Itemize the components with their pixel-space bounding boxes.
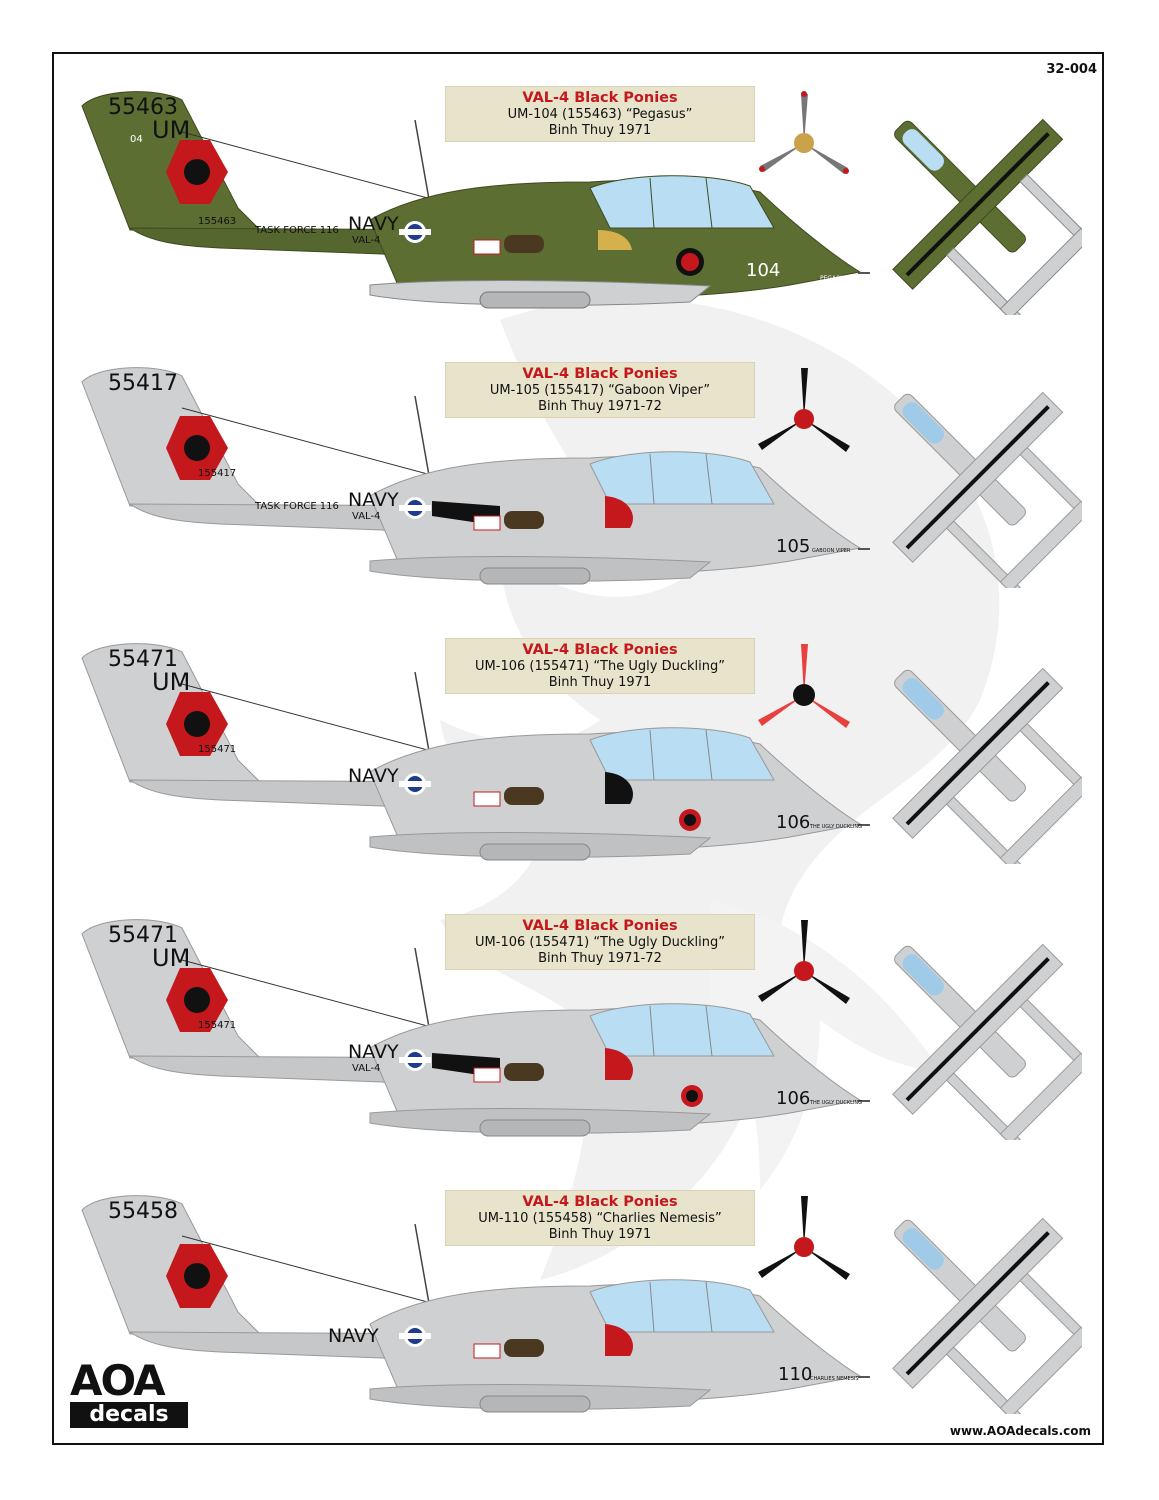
propeller-icon — [759, 91, 849, 174]
squadron-text: VAL-4 — [352, 235, 380, 246]
caption-unit: VAL-4 Black Ponies — [522, 642, 678, 658]
caption-unit: VAL-4 Black Ponies — [522, 90, 678, 106]
caption-unit: VAL-4 Black Ponies — [522, 366, 678, 382]
caption-place: Binh Thuy 1971 — [548, 123, 652, 138]
nose-name: CHARLIES NEMESIS — [810, 1376, 859, 1382]
caption-ident: UM-106 (155471) “The Ugly Duckling” — [475, 659, 725, 674]
caption-ident: UM-110 (155458) “Charlies Nemesis” — [478, 1211, 722, 1226]
caption-place: Binh Thuy 1971-72 — [538, 399, 662, 414]
nose-name: THE UGLY DUCKLING — [809, 1100, 862, 1106]
caption-box: VAL-4 Black Ponies UM-106 (155471) “The … — [445, 914, 755, 970]
tail-serial: 55471 — [108, 923, 178, 948]
squadron-text: VAL-4 — [352, 1063, 380, 1074]
boom-text: TASK FORCE 116 — [254, 225, 339, 236]
propeller-icon — [758, 920, 850, 1004]
tail-serial: 55471 — [108, 647, 178, 672]
tail-small-number: 04 — [130, 134, 143, 145]
aoa-decals-logo: AOA decals — [70, 1360, 190, 1430]
tail-code: UM — [152, 116, 190, 144]
website-url: www.AOAdecals.com — [949, 1424, 1091, 1438]
nose-name: GABOON VIPER — [812, 548, 851, 554]
tail-bureau-number: 155463 — [198, 216, 236, 227]
planform-view — [892, 943, 1082, 1140]
modex-number: 110 — [778, 1364, 812, 1385]
caption-ident: UM-105 (155417) “Gaboon Viper” — [489, 383, 711, 398]
navy-text: NAVY — [348, 213, 399, 235]
tail-bureau-number: 155417 — [198, 468, 236, 479]
aircraft-side-profile: 55417 155417 TASK FORCE 116 NAVY VAL-4 1… — [81, 367, 870, 585]
caption-place: Binh Thuy 1971 — [548, 1227, 652, 1242]
tail-serial: 55463 — [108, 95, 178, 120]
modex-number: 104 — [746, 260, 780, 281]
logo-mark: AOA — [70, 1356, 166, 1405]
caption-box: VAL-4 Black Ponies UM-105 (155417) “Gabo… — [445, 362, 755, 418]
navy-text: NAVY — [348, 1041, 399, 1063]
caption-place: Binh Thuy 1971-72 — [538, 951, 662, 966]
navy-text: NAVY — [348, 489, 399, 511]
squadron-text: VAL-4 — [352, 511, 380, 522]
propeller-icon — [758, 644, 850, 728]
planform-view — [892, 1217, 1082, 1414]
aircraft-side-profile: 55458 NAVY 110 CHARLIES NEMESIS — [81, 1195, 870, 1413]
nose-name: PEGASUS — [820, 275, 848, 282]
aircraft-side-profile: 55463 UM 04 155463 TASK FORCE 116 NAVY V… — [81, 91, 870, 309]
planform-view — [892, 667, 1082, 864]
propeller-icon — [758, 1196, 850, 1280]
aircraft-side-profile: 55471 UM 155471 NAVY 106 THE UGLY DUCKLI… — [81, 643, 870, 861]
caption-unit: VAL-4 Black Ponies — [522, 1194, 678, 1210]
planform-view — [892, 391, 1082, 588]
navy-text: NAVY — [348, 765, 399, 787]
navy-text: NAVY — [328, 1325, 379, 1347]
boom-text: TASK FORCE 116 — [254, 501, 339, 512]
sheet-number: 32-004 — [1046, 62, 1097, 77]
caption-box: VAL-4 Black Ponies UM-110 (155458) “Char… — [445, 1190, 755, 1246]
caption-box: VAL-4 Black Ponies UM-104 (155463) “Pega… — [445, 86, 755, 142]
aircraft-side-profile: 55471 UM 155471 NAVY VAL-4 106 THE UGLY … — [81, 919, 870, 1137]
tail-bureau-number: 155471 — [198, 744, 236, 755]
tail-serial: 55417 — [108, 371, 178, 396]
propeller-icon — [758, 368, 850, 452]
nose-name: THE UGLY DUCKLING — [809, 824, 862, 830]
caption-box: VAL-4 Black Ponies UM-106 (155471) “The … — [445, 638, 755, 694]
planform-view — [892, 118, 1082, 315]
modex-number: 105 — [776, 536, 810, 557]
modex-number: 106 — [776, 1088, 810, 1109]
logo-word: decals — [70, 1402, 188, 1428]
tail-serial: 55458 — [108, 1199, 178, 1224]
caption-ident: UM-106 (155471) “The Ugly Duckling” — [475, 935, 725, 950]
caption-ident: UM-104 (155463) “Pegasus” — [507, 107, 693, 122]
modex-number: 106 — [776, 812, 810, 833]
caption-place: Binh Thuy 1971 — [548, 675, 652, 690]
tail-code: UM — [152, 668, 190, 696]
tail-code: UM — [152, 944, 190, 972]
tail-bureau-number: 155471 — [198, 1020, 236, 1031]
caption-unit: VAL-4 Black Ponies — [522, 918, 678, 934]
